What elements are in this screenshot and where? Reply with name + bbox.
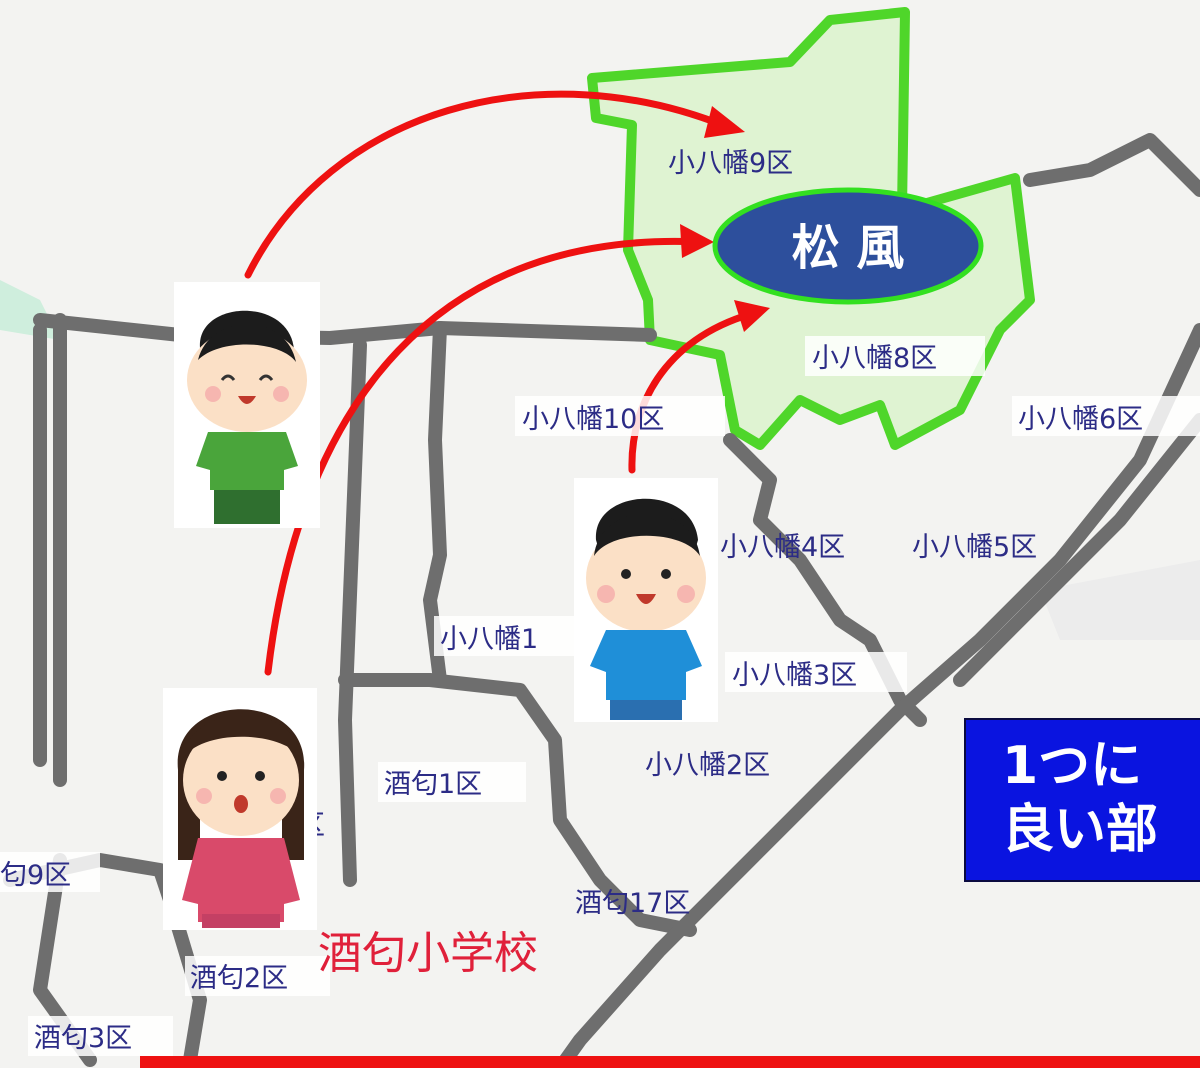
label-sakawa-2: 酒匂2区 — [190, 963, 288, 994]
movement-arrows — [244, 90, 762, 676]
child-1-eyes — [220, 374, 274, 381]
boundary-center — [423, 321, 447, 687]
child-2-bangs — [594, 513, 700, 556]
label-sakawa-3: 酒匂3区 — [34, 1023, 132, 1054]
child-3-mouth — [234, 795, 248, 813]
child-2-cheek-right — [677, 585, 695, 603]
boy-blue-shirt-illustration — [574, 478, 718, 722]
child-1-mouth — [238, 396, 256, 404]
label-bg-kohachiman-3 — [725, 652, 907, 692]
child-2-cheek-left — [597, 585, 615, 603]
child-1-cheek-right — [273, 386, 289, 402]
child-3-eye-right — [255, 771, 265, 781]
label-kohachiman-1: 小八幡1 — [440, 624, 538, 655]
child-2-pants — [610, 700, 682, 720]
arrow-smiling-child — [244, 90, 734, 279]
label-kohachiman-5: 小八幡5区 — [912, 532, 1037, 563]
label-kohachiman-8: 小八幡8区 — [812, 343, 937, 374]
label-sakawa-9: 匂9区 — [0, 860, 71, 891]
child-1-pants — [214, 490, 280, 524]
arrow-surprised-girl — [264, 237, 704, 676]
label-bg-sakawa-2 — [185, 956, 330, 996]
callout-line-1: 1つに — [1002, 736, 1143, 796]
child-3-cheek-right — [270, 788, 286, 804]
label-kohachiman-10: 小八幡10区 — [522, 404, 664, 435]
child-3-bangs — [182, 715, 302, 760]
school-label: 酒匂小学校 — [318, 928, 538, 979]
label-bg-kohachiman-8 — [805, 336, 985, 376]
label-bg-sakawa-1 — [378, 762, 526, 802]
boundary-central-west — [338, 338, 367, 887]
label-bg-sakawa-3 — [28, 1016, 173, 1056]
bottom-red-bar — [140, 1056, 1200, 1068]
label-bg-sakawa-9 — [0, 852, 100, 892]
boundary-northeast — [1023, 133, 1200, 197]
child-3-face — [183, 724, 299, 836]
label-bg-kohachiman-1 — [434, 616, 582, 656]
boundary-diagonal-2 — [953, 413, 1200, 687]
district-labels: 小八幡9区 小八幡8区 小八幡10区 小八幡6区 小八幡4区 小八幡5区 小八幡… — [0, 148, 1200, 1056]
child-1-bangs — [198, 324, 296, 362]
smiling-child-illustration — [174, 282, 320, 528]
boundary-north — [33, 313, 657, 345]
child-2-shirt — [590, 630, 702, 700]
child-1-cheek-left — [205, 386, 221, 402]
label-sakawa-17: 酒匂17区 — [575, 888, 690, 919]
arrow-boy — [628, 308, 762, 474]
map-field — [1040, 560, 1200, 640]
arrowhead-2 — [680, 224, 714, 258]
child-2-mouth — [636, 594, 656, 604]
boundary-diagonal — [553, 323, 1200, 1068]
destination-badge: 松 風 — [712, 187, 984, 305]
arrowhead-3 — [734, 300, 770, 332]
label-sakawa-1: 酒匂1区 — [384, 769, 482, 800]
label-kohachiman-6: 小八幡6区 — [1018, 404, 1143, 435]
label-bg-kohachiman-10 — [515, 396, 725, 436]
label-kohachiman-2: 小八幡2区 — [645, 750, 770, 781]
label-bg-kohachiman-6 — [1012, 396, 1200, 436]
callout-line-2: 良い部 — [1002, 800, 1159, 860]
child-1-face — [187, 328, 307, 432]
label-kohachiman-9: 小八幡9区 — [668, 148, 793, 179]
child-3-shirt — [182, 838, 300, 922]
child-2-eye-right — [661, 569, 671, 579]
arrowhead-1 — [704, 106, 745, 138]
child-3-eye-left — [217, 771, 227, 781]
destination-oval — [712, 187, 984, 305]
label-kohachiman-4: 小八幡4区 — [720, 532, 845, 563]
surprised-girl-illustration — [163, 688, 317, 930]
label-kohachiman-3: 小八幡3区 — [732, 660, 857, 691]
child-3-pants — [202, 914, 280, 928]
child-3-cheek-left — [196, 788, 212, 804]
message-callout-box: 1つに 良い部 — [964, 718, 1200, 882]
child-1-shirt — [196, 432, 298, 490]
arrowheads — [680, 106, 770, 332]
child-2-eye-left — [621, 569, 631, 579]
boundary-south-center — [338, 673, 697, 937]
child-2-face — [586, 524, 706, 632]
destination-label: 松 風 — [792, 220, 905, 276]
